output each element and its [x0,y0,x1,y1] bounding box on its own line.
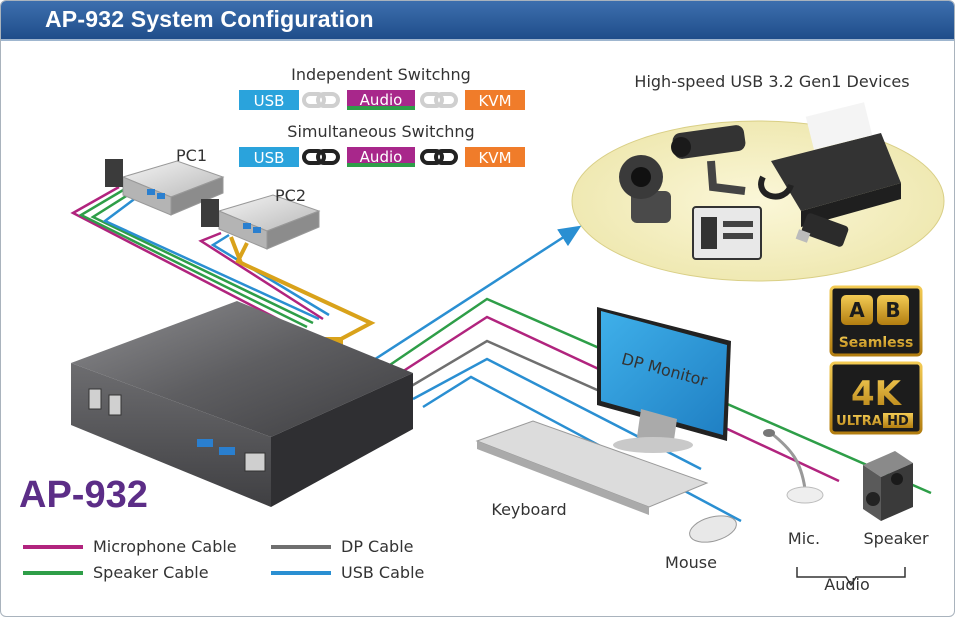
ab-badge-b: B [885,298,900,322]
independent-audio-pill [347,90,415,110]
simultaneous-usb-pill [239,147,299,167]
microphone-icon: Mic. [763,429,824,548]
simultaneous-audio-text: Audio [360,148,403,166]
dp-cable [402,339,614,399]
independent-usb-pill [239,90,299,110]
simultaneous-audio-pill [347,147,415,167]
fax-machine-icon [758,102,901,227]
usb-devices-label: High-speed USB 3.2 Gen1 Devices [634,72,909,91]
pc1-usb-cable [102,196,320,321]
keyboard-label: Keyboard [491,500,566,519]
simultaneous-kvm-text: KVM [478,149,511,167]
pc2-mic-cable [198,231,324,321]
pc1: PC1 [105,146,225,216]
cable-legend: Microphone Cable DP Cable Speaker Cable … [23,537,424,582]
pc2-label: PC2 [275,186,306,205]
simultaneous-link-icon-2 [420,149,458,165]
speaker-icon: Speaker [863,451,929,548]
ptz-camera-icon [619,155,671,223]
title-bar: AP-932 System Configuration [1,1,954,41]
speaker-label: Speaker [863,529,929,548]
audio-brace [796,567,906,587]
product-name: AP-932 [19,474,148,516]
independent-link-icon [302,92,340,108]
speaker-cable [380,297,932,495]
usb-devices-cable [368,225,582,365]
mic-label: Mic. [788,529,820,548]
mouse-label: Mouse [665,553,717,572]
ap-932-switch [71,301,413,507]
pc1-label: PC1 [176,146,207,165]
legend-label-speaker: Speaker Cable [93,563,209,582]
ab-badge-a: A [849,298,865,322]
independent-kvm-pill [465,90,525,110]
pc2-usb-cable [210,233,330,317]
audio-label: Audio [824,575,869,594]
dp-monitor: DP Monitor [597,307,731,453]
pc1-speaker-cable [78,187,308,329]
independent-kvm-text: KVM [478,92,511,110]
simultaneous-link-icon [302,149,340,165]
pc-cables [70,185,330,333]
legend-label-usb: USB Cable [341,563,424,582]
4k-text: 4K [851,374,903,414]
independent-usb-text: USB [254,92,285,110]
card-reader-icon [692,206,762,260]
page-title: AP-932 System Configuration [45,6,374,32]
security-camera-icon [671,125,746,195]
simultaneous-switching-label: Simultaneous Switchng [287,122,474,141]
simultaneous-kvm-pill [465,147,525,167]
pc1-speaker-cable-2 [90,191,314,325]
seamless-badge: A B Seamless [829,285,923,357]
4k-ultra-hd-badge: 4K ULTRA HD [829,361,923,435]
hd-text: HD [887,414,909,429]
independent-link-icon-2 [420,92,458,108]
legend-label-mic: Microphone Cable [93,537,237,556]
legend-label-dp: DP Cable [341,537,413,556]
seamless-text: Seamless [839,335,914,351]
usb-flash-drive-icon [795,213,849,247]
pc2: PC2 [201,186,321,250]
pc1-mic-cable [70,185,302,333]
simultaneous-usb-text: USB [254,149,285,167]
independent-switching-label: Independent Switchng [291,65,471,84]
switching-panel: Independent Switchng USB Audio KVM Simul… [239,65,525,167]
ultra-text: ULTRA [836,414,882,429]
keyboard-icon: Keyboard [475,420,709,519]
keyboard-usb-cable [412,357,702,471]
mouse-icon: Mouse [665,515,737,572]
independent-audio-text: Audio [360,91,403,109]
